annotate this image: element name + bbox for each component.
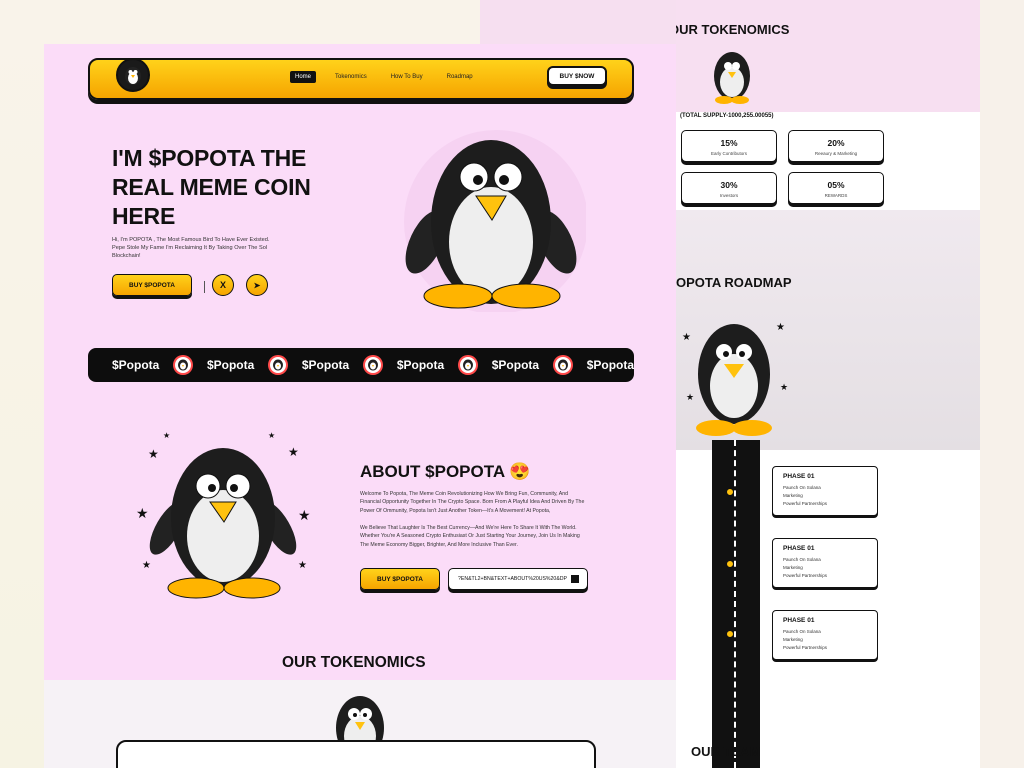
svg-text:★: ★ [163, 431, 170, 440]
team-title: OUR TEAM [691, 744, 761, 759]
tokenomics-title: OUR TOKENOMICS [676, 22, 790, 37]
stat-card: 05%REWARDS [788, 172, 884, 204]
ticker-item: $Popota [491, 358, 540, 372]
landing-page-right: OUR TOKENOMICS (TOTAL SUPPLY-1000,255.00… [676, 0, 980, 768]
roadmap-dot [726, 488, 734, 496]
hero-title: I'M $POPOTA THE REAL MEME COIN HERE [112, 145, 311, 229]
about-buy-button[interactable]: BUY $POPOTA [360, 568, 440, 590]
roadmap-dot [726, 630, 734, 638]
contract-address-field[interactable]: ?EN&TL2+BN&TEXT+ABOUT%20US%20&DP [448, 568, 588, 590]
nav-link-how-to-buy[interactable]: How To Buy [390, 74, 423, 80]
hero-penguin-illustration [404, 130, 586, 312]
nav-link-tokenomics[interactable]: Tokenomics [335, 74, 367, 80]
roadmap-title: OPOTA ROADMAP [676, 275, 792, 290]
ticker-item: $Popota [396, 358, 445, 372]
landing-page-main: Home Tokenomics How To Buy Roadmap BUY $… [44, 44, 676, 768]
divider [204, 281, 205, 293]
svg-text:★: ★ [136, 505, 149, 521]
copy-icon[interactable] [571, 575, 579, 583]
ticker-banner: $Popota $Popota $Popota $Popota $Popota … [88, 348, 634, 382]
about-title: ABOUT $POPOTA 😍 [360, 462, 531, 481]
ticker-item: $Popota [112, 358, 160, 372]
logo[interactable] [116, 58, 150, 92]
buy-now-button[interactable]: BUY $NOW [547, 66, 607, 86]
penguin-avatar-icon [553, 355, 573, 375]
stat-card: 20%Reeaury & Marketing [788, 130, 884, 162]
heart-eyes-emoji-icon: 😍 [509, 462, 531, 481]
stat-card: 30%Investors [681, 172, 777, 204]
tokenomics-title: OUR TOKENOMICS [282, 654, 426, 671]
total-supply: (TOTAL SUPPLY-1000,255.00055) [680, 113, 774, 119]
penguin-avatar-icon [268, 355, 288, 375]
svg-text:★: ★ [148, 447, 159, 461]
svg-text:★: ★ [298, 560, 307, 571]
roadmap-penguin-illustration: ★ ★ ★ ★ [682, 322, 788, 436]
svg-text:★: ★ [268, 431, 275, 440]
top-navbar [88, 58, 634, 100]
tokenomics-card [116, 740, 596, 768]
penguin-avatar-icon [173, 355, 193, 375]
ticker-item: $Popota [586, 358, 635, 372]
svg-text:★: ★ [298, 507, 311, 523]
roadmap-road [712, 440, 760, 768]
about-paragraph: We Believe That Laughter Is The Best Cur… [360, 525, 580, 548]
nav-link-roadmap[interactable]: Roadmap [446, 74, 473, 80]
ticker-item: $Popota [206, 358, 255, 372]
nav-link-home[interactable]: Home [290, 71, 317, 83]
penguin-avatar-icon [363, 355, 383, 375]
ticker-item: $Popota [301, 358, 350, 372]
road-dashed-line [734, 440, 738, 768]
svg-text:★: ★ [780, 382, 788, 392]
svg-text:★: ★ [686, 392, 694, 402]
penguin-avatar-icon [458, 355, 478, 375]
roadmap-dot [726, 560, 734, 568]
hero-description: Hi, I'm POPOTA , The Most Famous Bird To… [112, 237, 270, 259]
x-icon[interactable]: X [212, 274, 234, 296]
telegram-icon[interactable]: ➤ [246, 274, 268, 296]
contract-address: ?EN&TL2+BN&TEXT+ABOUT%20US%20&DP [458, 576, 567, 582]
stat-card: 15%Early Contributors [681, 130, 777, 162]
about-penguin-illustration: ★ ★ ★ ★ ★ ★ ★ ★ [136, 431, 311, 599]
about-paragraph: Welcome To Popota, The Meme Coin Revolut… [360, 491, 585, 514]
svg-text:★: ★ [682, 332, 691, 343]
penguin-logo-icon [125, 67, 141, 85]
hero-buy-button[interactable]: BUY $POPOTA [112, 274, 192, 296]
nav-links: Home Tokenomics How To Buy Roadmap [290, 71, 478, 83]
tokenomics-penguin-illustration [714, 52, 750, 104]
svg-text:★: ★ [142, 560, 151, 571]
svg-text:★: ★ [776, 322, 785, 333]
svg-text:★: ★ [288, 445, 299, 459]
